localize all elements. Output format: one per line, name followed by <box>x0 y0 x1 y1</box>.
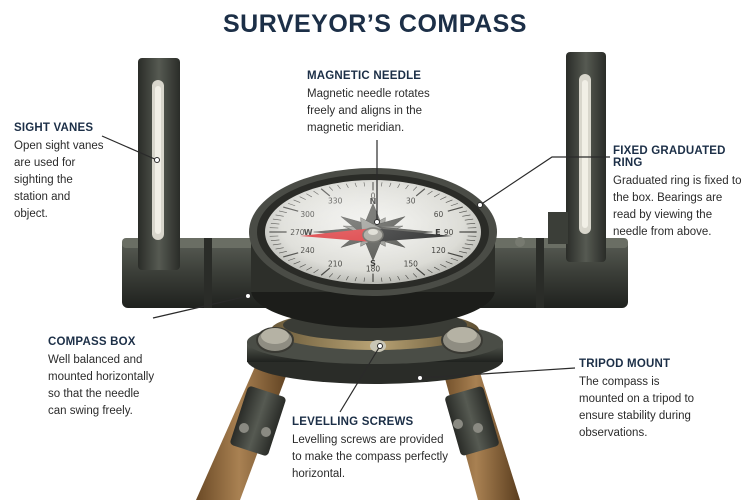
callout-heading: FIXED GRADUATED RING <box>613 145 726 169</box>
callout-sight-vanes: SIGHT VANES Open sight vanes are used fo… <box>14 122 104 223</box>
leader-dot-levelling-screws <box>377 343 383 349</box>
leader-levelling-screws <box>339 345 381 413</box>
leader-dot-compass-box <box>245 293 251 299</box>
callout-fixed-graduated-ring: FIXED GRADUATED RING Graduated ring is f… <box>613 145 745 241</box>
diagram-title: SURVEYOR’S COMPASS <box>223 10 527 38</box>
leader-lines <box>101 135 610 413</box>
callout-heading: COMPASS BOX <box>48 336 136 348</box>
callout-levelling-screws: LEVELLING SCREWS Levelling screws are pr… <box>292 416 452 483</box>
levelling-screw-knobs <box>256 326 483 354</box>
callout-heading: SIGHT VANES <box>14 122 94 134</box>
leader-compass-box <box>152 295 249 319</box>
callout-heading: TRIPOD MOUNT <box>579 358 671 370</box>
leader-dot-tripod-mount <box>417 375 423 381</box>
callout-text: Open sight vanes are used for sighting t… <box>14 140 104 220</box>
leader-fixed-graduated-ring <box>479 156 610 206</box>
leader-dot-fixed-graduated-ring <box>477 202 483 208</box>
leader-dot-magnetic-needle <box>374 219 380 225</box>
callout-tripod-mount: TRIPOD MOUNT The compass is mounted on a… <box>579 358 704 442</box>
callout-text: Well balanced and mounted horizontally s… <box>48 354 155 417</box>
callout-text: Magnetic needle rotates freely and align… <box>307 88 430 134</box>
leader-sight-vanes <box>101 135 158 161</box>
leader-dot-sight-vanes <box>154 157 160 163</box>
leader-dots <box>154 157 483 381</box>
tripod-legs <box>196 360 520 500</box>
leader-tripod-mount <box>419 367 576 379</box>
callout-text: Levelling screws are provided to make th… <box>292 434 448 480</box>
callout-magnetic-needle: MAGNETIC NEEDLE Magnetic needle rotates … <box>307 70 457 137</box>
sight-vane-left <box>138 58 180 270</box>
callout-text: The compass is mounted on a tripod to en… <box>579 376 695 439</box>
compass-dial: 0306090120150180210240270300330 NESW <box>265 180 481 284</box>
callout-text: Graduated ring is fixed to the box. Bear… <box>613 175 742 238</box>
callout-compass-box: COMPASS BOX Well balanced and mounted ho… <box>48 336 160 420</box>
callout-heading: LEVELLING SCREWS <box>292 416 414 428</box>
callout-heading: MAGNETIC NEEDLE <box>307 70 422 82</box>
